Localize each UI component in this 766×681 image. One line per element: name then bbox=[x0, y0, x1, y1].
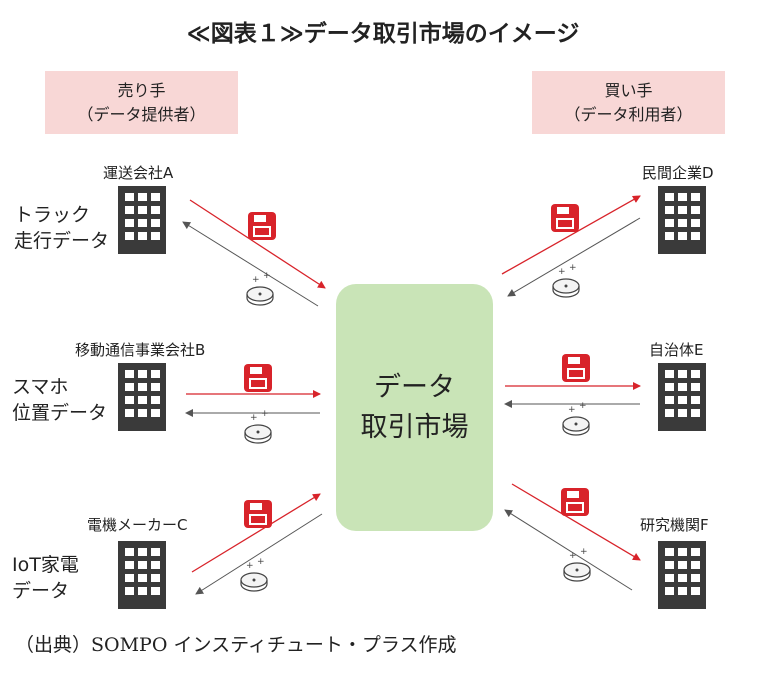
floppy-disk-icon bbox=[562, 354, 590, 382]
buyer-header-label: 買い手 bbox=[604, 81, 653, 100]
buyer-company-d: 民間企業D bbox=[642, 164, 714, 182]
seller-data-a-line2: 走行データ bbox=[14, 230, 110, 252]
data-market-box: データ 取引市場 bbox=[336, 284, 493, 531]
floppy-disk-icon bbox=[244, 500, 272, 528]
money-arrow bbox=[507, 217, 641, 297]
seller-data-b-line1: スマホ bbox=[12, 376, 69, 398]
market-label-line1: データ bbox=[374, 371, 455, 403]
data-arrow bbox=[501, 195, 641, 275]
seller-data-b: スマホ 位置データ bbox=[12, 374, 107, 426]
coin-icon bbox=[240, 556, 268, 592]
buyer-company-e: 自治体E bbox=[649, 341, 704, 359]
seller-company-c: 電機メーカーC bbox=[87, 516, 188, 534]
floppy-disk-icon bbox=[248, 212, 276, 240]
coin-icon bbox=[244, 408, 272, 444]
coin-icon bbox=[246, 270, 274, 306]
building-icon bbox=[118, 186, 166, 254]
money-arrow bbox=[504, 509, 633, 591]
building-icon bbox=[118, 541, 166, 609]
source-note: （出典）SOMPO インスティチュート・プラス作成 bbox=[15, 634, 457, 656]
buyer-company-f: 研究機関F bbox=[640, 516, 709, 534]
market-label-line2: 取引市場 bbox=[360, 411, 469, 443]
building-icon bbox=[658, 363, 706, 431]
seller-company-b: 移動通信事業会社B bbox=[75, 341, 206, 359]
coin-icon bbox=[552, 262, 580, 298]
buyer-header: 買い手 （データ利用者） bbox=[532, 71, 725, 134]
seller-company-a: 運送会社A bbox=[103, 164, 174, 182]
coin-icon bbox=[562, 400, 590, 436]
data-arrow bbox=[189, 199, 326, 289]
data-arrow bbox=[191, 493, 321, 573]
money-arrow bbox=[195, 513, 323, 595]
building-icon bbox=[658, 541, 706, 609]
data-arrow bbox=[511, 483, 641, 561]
seller-data-c-line1: IoT家電 bbox=[12, 554, 79, 576]
floppy-disk-icon bbox=[551, 204, 579, 232]
building-icon bbox=[118, 363, 166, 431]
seller-header-label: 売り手 bbox=[117, 81, 166, 100]
building-icon bbox=[658, 186, 706, 254]
money-arrow bbox=[182, 221, 319, 307]
diagram-title: ≪図表１≫データ取引市場のイメージ bbox=[186, 21, 580, 47]
seller-data-b-line2: 位置データ bbox=[12, 402, 108, 424]
seller-header-sublabel: （データ提供者） bbox=[77, 105, 206, 124]
seller-data-a: トラック 走行データ bbox=[14, 202, 109, 254]
coin-icon bbox=[563, 546, 591, 582]
seller-header: 売り手 （データ提供者） bbox=[45, 71, 238, 134]
seller-data-c: IoT家電 データ bbox=[12, 552, 79, 604]
seller-data-a-line1: トラック bbox=[14, 204, 91, 226]
floppy-disk-icon bbox=[561, 488, 589, 516]
buyer-header-sublabel: （データ利用者） bbox=[564, 105, 693, 124]
seller-data-c-line2: データ bbox=[12, 580, 70, 602]
floppy-disk-icon bbox=[244, 364, 272, 392]
